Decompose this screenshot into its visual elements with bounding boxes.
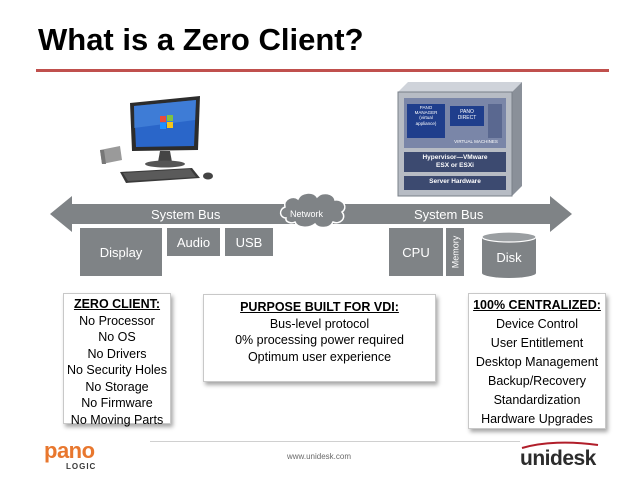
title-underline	[36, 69, 609, 72]
hypervisor-line: ESX or ESXi	[436, 162, 474, 169]
memory-component: Memory	[446, 228, 464, 276]
pano-logo-word: pano	[44, 438, 95, 463]
zero-client-item: No Storage	[85, 379, 149, 394]
pano-manager-line: MANAGER	[414, 110, 438, 116]
network-cloud	[279, 192, 346, 229]
centralized-heading: 100% CENTRALIZED:	[473, 298, 601, 312]
centralized-item: Standardization	[493, 393, 581, 407]
footer-divider	[150, 441, 520, 442]
pano-direct-line: DIRECT	[457, 115, 477, 121]
unidesk-logo: unidesk	[520, 441, 600, 473]
pano-manager-label: PANO MANAGER (virtual appliance)	[408, 105, 444, 126]
system-bus-right-label: System Bus	[414, 207, 484, 222]
centralized-item: Desktop Management	[475, 355, 599, 369]
display-component: Display	[80, 228, 162, 276]
hypervisor-label: Hypervisor—VMware ESX or ESXi	[404, 154, 506, 170]
usb-component: USB	[225, 228, 273, 256]
zero-client-card: ZERO CLIENT: No Processor No OS No Drive…	[63, 293, 171, 427]
vdi-card: PURPOSE BUILT FOR VDI: Bus-level protoco…	[203, 294, 436, 382]
centralized-item: Device Control	[496, 317, 578, 331]
centralized-item: Hardware Upgrades	[481, 412, 593, 426]
cpu-component: CPU	[389, 228, 443, 276]
logic-logo-word: LOGIC	[66, 462, 97, 471]
desktop-computer-icon	[100, 96, 213, 183]
hypervisor-line: Hypervisor—VMware	[422, 154, 488, 161]
network-label: Network	[290, 209, 324, 219]
zero-client-item: No Processor	[79, 313, 155, 328]
vdi-item: Bus-level protocol	[269, 316, 370, 331]
unidesk-logo-word: unidesk	[520, 447, 596, 470]
pano-manager-line: appliance)	[415, 120, 437, 126]
disk-label: Disk	[496, 250, 522, 265]
audio-component: Audio	[167, 228, 220, 256]
centralized-item: Backup/Recovery	[488, 374, 586, 388]
display-label: Display	[99, 244, 143, 260]
zero-client-item: No Moving Parts	[70, 412, 164, 427]
pano-logic-logo: pano LOGIC	[44, 440, 114, 474]
pano-manager-line: PANO	[419, 105, 433, 110]
centralized-card: 100% CENTRALIZED: Device Control User En…	[468, 293, 606, 429]
memory-label: Memory	[450, 235, 461, 269]
vdi-item: Optimum user experience	[247, 349, 392, 364]
zero-client-item: No Security Holes	[66, 363, 168, 377]
pano-manager-line: (virtual	[419, 115, 433, 121]
zero-client-item: No OS	[98, 330, 136, 344]
usb-label: USB	[235, 234, 263, 250]
centralized-item: User Entitlement	[490, 336, 584, 350]
audio-label: Audio	[176, 234, 211, 250]
vdi-item: 0% processing power required	[235, 333, 404, 347]
pano-direct-label: PANO DIRECT	[450, 109, 484, 121]
vdi-heading: PURPOSE BUILT FOR VDI:	[240, 300, 399, 314]
zero-client-item: No Drivers	[87, 346, 147, 361]
pano-direct-line: PANO	[460, 109, 474, 115]
footer-url: www.unidesk.com	[286, 452, 352, 461]
virtual-machines-label: VIRTUAL MACHINES	[454, 139, 498, 144]
server-rack-icon	[397, 82, 522, 197]
server-hardware-label: Server Hardware	[429, 178, 481, 185]
zero-client-heading: ZERO CLIENT:	[73, 297, 161, 311]
page-title: What is a Zero Client?	[38, 22, 364, 57]
cpu-label: CPU	[402, 244, 430, 260]
system-bus-left-label: System Bus	[151, 207, 221, 222]
zero-client-item: No Firmware	[81, 396, 153, 410]
unidesk-logo-swoosh	[521, 441, 599, 449]
disk-cylinder	[481, 231, 537, 278]
